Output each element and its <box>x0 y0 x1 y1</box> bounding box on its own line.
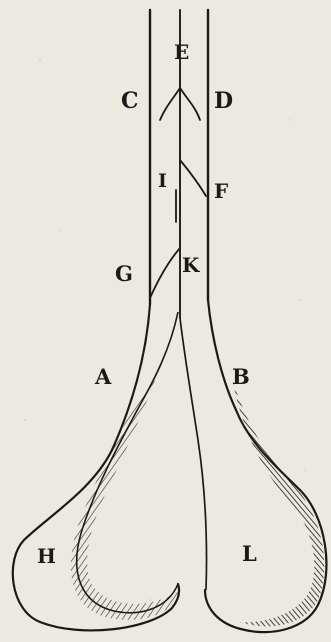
branch-F <box>180 160 206 196</box>
label-D: D <box>214 90 233 112</box>
label-L: L <box>242 543 257 564</box>
label-F: F <box>214 181 228 201</box>
right-bulb <box>180 300 326 632</box>
left-bulb <box>13 304 179 630</box>
label-K: K <box>182 255 199 275</box>
label-E: E <box>174 42 189 62</box>
label-C: C <box>121 90 139 112</box>
paper-texture <box>24 59 305 601</box>
branch-G <box>150 248 180 298</box>
label-G: G <box>115 263 133 284</box>
label-I: I <box>158 172 167 191</box>
branch-E-right <box>180 88 200 120</box>
branch-E-left <box>160 88 180 120</box>
left-bulb-shading <box>71 312 178 620</box>
left-bulb-outline <box>13 304 179 630</box>
label-H: H <box>37 546 56 566</box>
label-B: B <box>232 366 250 387</box>
right-bulb-inner-edge <box>180 318 207 590</box>
left-bulb-inner-edge <box>77 312 178 613</box>
label-A: A <box>95 366 111 387</box>
